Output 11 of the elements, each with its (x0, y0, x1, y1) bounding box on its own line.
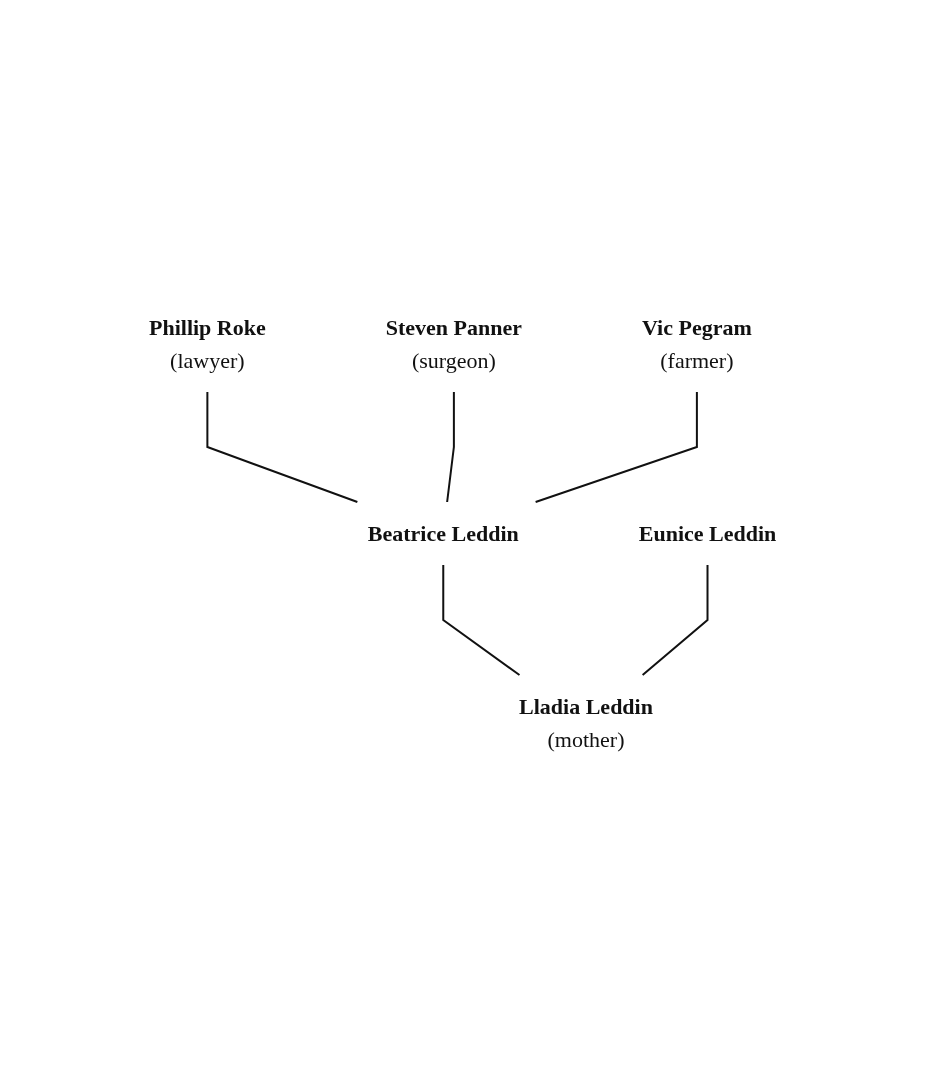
connector (446, 391, 456, 503)
connector (442, 564, 521, 676)
connector (535, 391, 699, 503)
node-text: Phillip Roke (lawyer) (149, 315, 267, 373)
connector (206, 391, 359, 503)
node-text: Vic Pegram (farmer) (642, 315, 753, 373)
node-text: Lladia Leddin (mother) (519, 694, 654, 752)
node-text: Steven Panner (surgeon) (386, 315, 523, 373)
node-text: Eunice Leddin (639, 521, 777, 546)
connector (642, 564, 709, 676)
node-text: Beatrice Leddin (368, 521, 520, 546)
